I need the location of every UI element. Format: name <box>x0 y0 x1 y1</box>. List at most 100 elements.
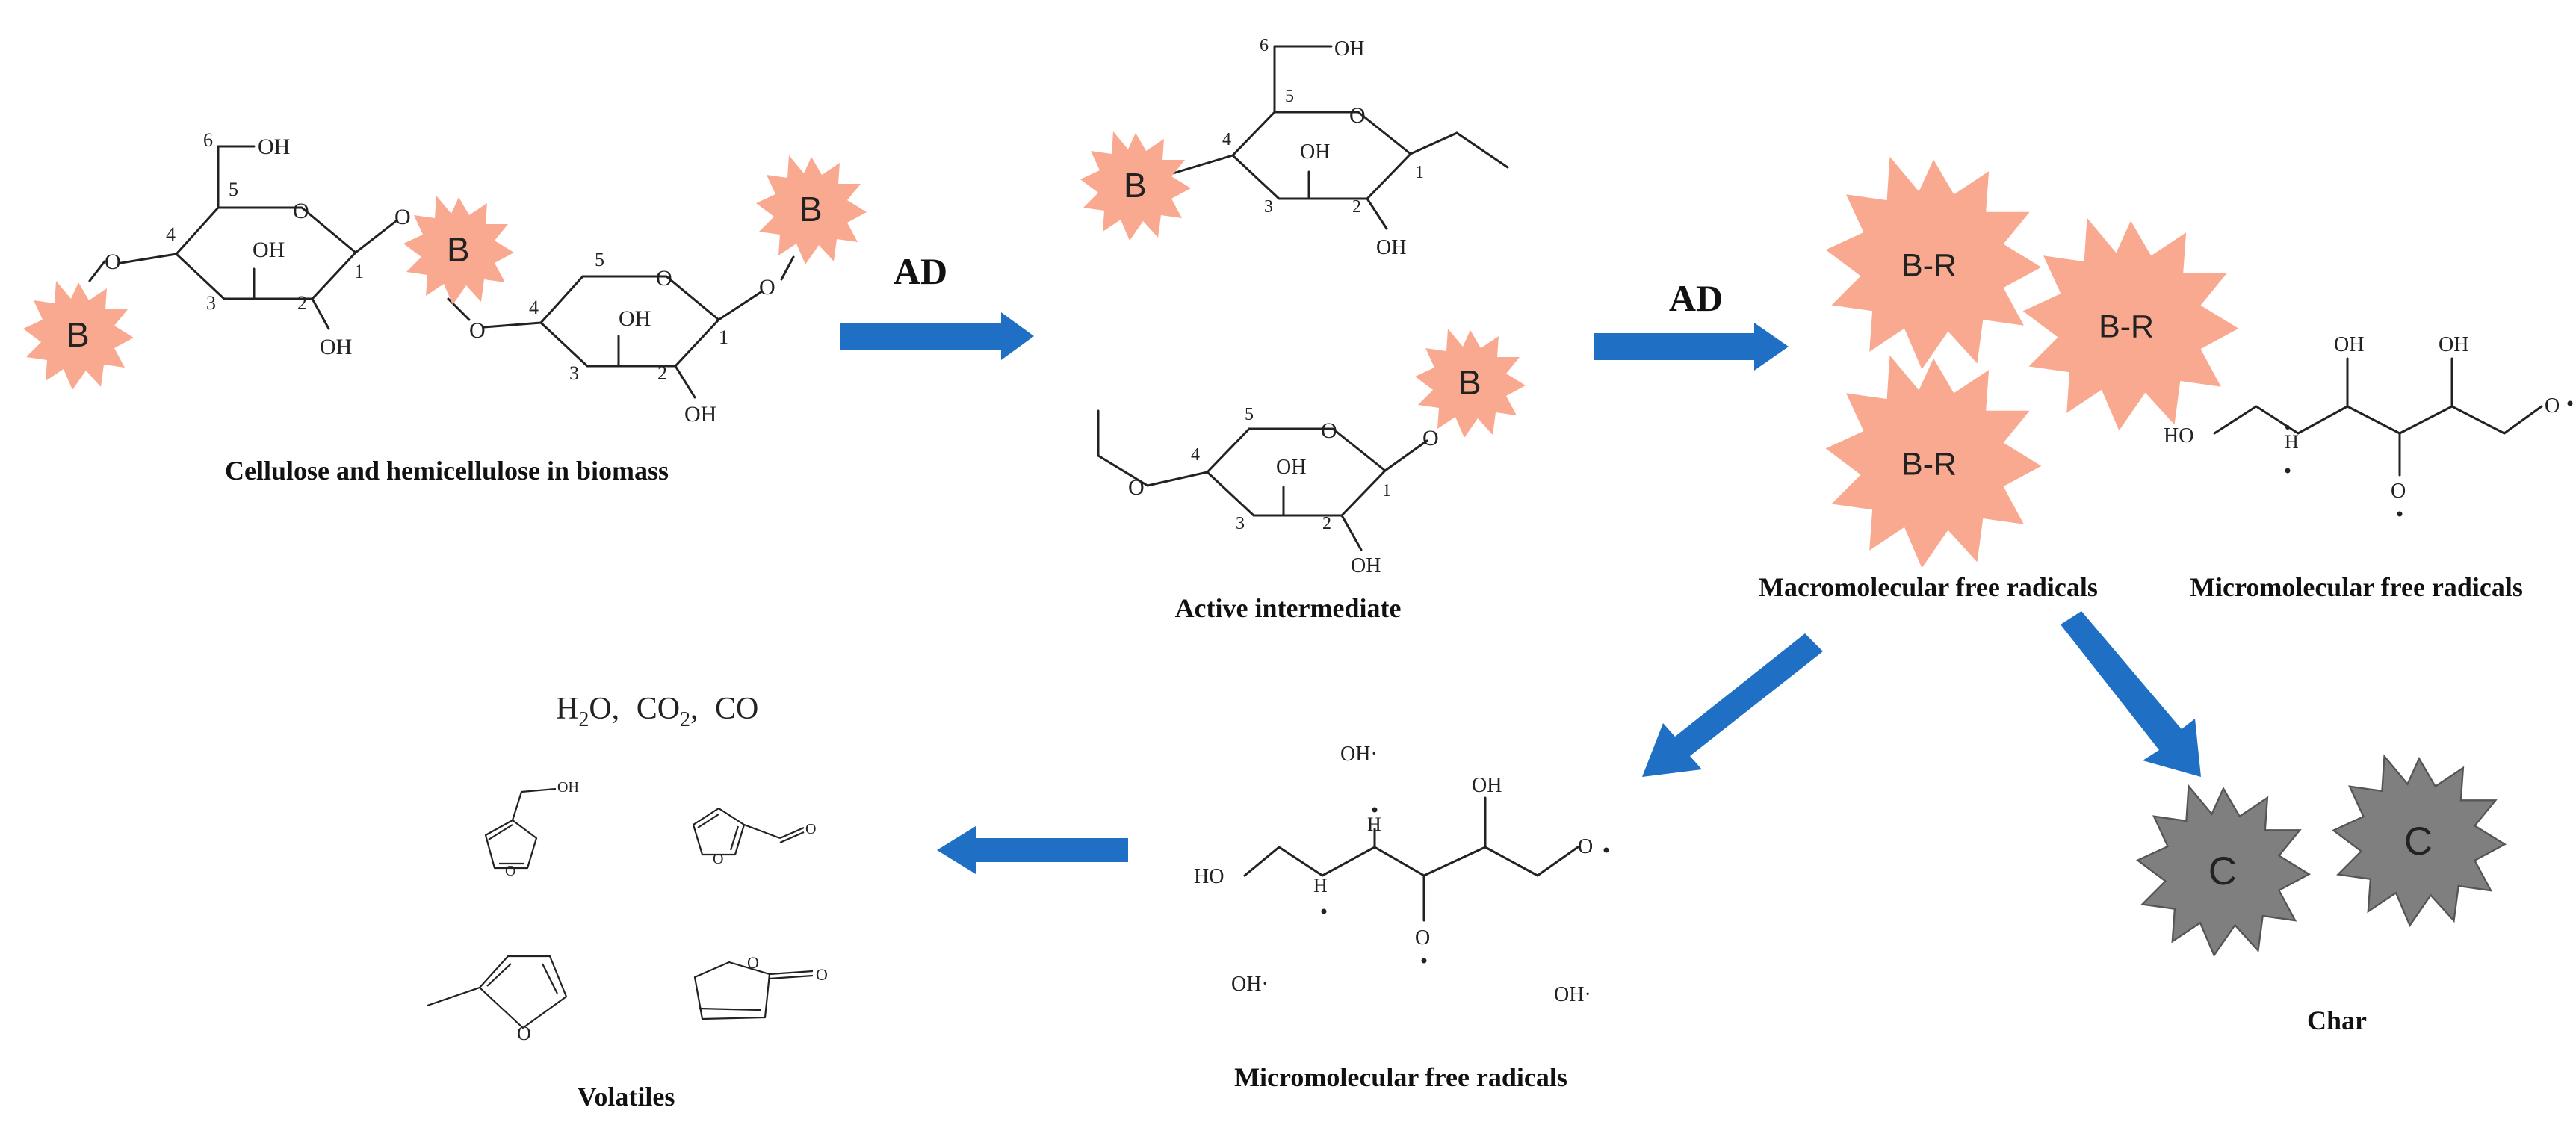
svg-text:5: 5 <box>1245 405 1254 424</box>
svg-text:B-R: B-R <box>1901 248 1957 284</box>
macro-radicals-label: Macromolecular free radicals <box>1759 572 2098 602</box>
svg-text:6: 6 <box>203 129 213 151</box>
svg-text:H: H <box>1313 875 1328 896</box>
svg-text:OH: OH <box>1300 140 1330 164</box>
br-star: B-R <box>2022 217 2239 431</box>
svg-text:HO: HO <box>2164 424 2193 447</box>
catalyst-star: B <box>1080 131 1191 241</box>
gas-products: H2O, CO2, CO <box>556 692 758 731</box>
ad-arrow-2 <box>1594 323 1789 371</box>
svg-text:4: 4 <box>529 297 539 318</box>
svg-text:3: 3 <box>1264 197 1273 217</box>
svg-text:O: O <box>505 863 515 879</box>
volatiles-structures: OH O O O O O O <box>427 779 828 1044</box>
o-atom: O <box>105 250 121 274</box>
micro-radical-chain-bottom: HO OH H H O O OH· OH· OH· <box>1194 743 1609 1006</box>
o-atom: O <box>469 318 486 343</box>
svg-text:B-R: B-R <box>2099 309 2154 345</box>
oh-atom: OH <box>684 402 716 427</box>
svg-text:B: B <box>447 230 470 269</box>
svg-text:O: O <box>1321 418 1337 443</box>
svg-text:2: 2 <box>1352 197 1361 217</box>
svg-text:B: B <box>66 315 90 354</box>
catalyst-star: B <box>403 196 514 305</box>
svg-text:O: O <box>1578 835 1593 858</box>
svg-text:4: 4 <box>1222 130 1231 149</box>
volatiles-label: Volatiles <box>578 1082 675 1112</box>
char-group: C C <box>2137 755 2506 956</box>
ad-label-1: AD <box>894 250 947 292</box>
oh-atom: OH <box>253 238 285 262</box>
svg-text:OH: OH <box>2439 333 2468 356</box>
ad-arrow-1 <box>840 312 1034 360</box>
svg-text:B: B <box>799 190 823 229</box>
svg-text:O: O <box>805 821 816 837</box>
svg-text:O: O <box>816 965 828 984</box>
active-intermediate-label: Active intermediate <box>1175 593 1402 623</box>
svg-text:3: 3 <box>206 292 216 314</box>
svg-text:H: H <box>2285 431 2299 453</box>
svg-text:4: 4 <box>166 223 176 245</box>
svg-text:4: 4 <box>1191 445 1200 465</box>
svg-text:O: O <box>2391 480 2406 503</box>
svg-text:3: 3 <box>569 362 579 384</box>
cellulose-structure: OH O OH OH O O 6 5 4 3 2 1 O OH OH O O 5… <box>23 129 867 427</box>
oh-atom: OH <box>258 134 290 159</box>
svg-text:O: O <box>517 1023 531 1044</box>
catalyst-star: B <box>23 281 134 390</box>
catalyst-star: B <box>756 155 867 264</box>
char-star: C <box>2332 755 2506 926</box>
svg-text:6: 6 <box>1260 36 1269 55</box>
br-star: B-R <box>1825 355 2042 568</box>
svg-text:B: B <box>1124 166 1147 205</box>
svg-text:H: H <box>1367 814 1381 835</box>
ad-label-2: AD <box>1669 277 1723 319</box>
svg-text:OH: OH <box>1376 236 1406 259</box>
o-atom: O <box>394 205 411 229</box>
macro-radicals-group: B-R B-R B-R <box>1825 156 2239 568</box>
svg-text:1: 1 <box>354 261 364 282</box>
catalyst-star: B <box>1415 329 1526 438</box>
svg-text:5: 5 <box>1285 87 1294 106</box>
o-atom: O <box>293 199 309 223</box>
svg-text:1: 1 <box>719 326 728 348</box>
o-atom: O <box>759 275 775 300</box>
svg-text:OH·: OH· <box>1340 743 1378 766</box>
svg-text:OH: OH <box>1276 456 1306 479</box>
svg-text:O: O <box>1422 426 1439 450</box>
svg-text:2: 2 <box>297 292 307 314</box>
svg-text:B-R: B-R <box>1901 447 1957 483</box>
svg-text:OH·: OH· <box>1554 983 1591 1006</box>
svg-text:B: B <box>1458 363 1481 402</box>
micro-radicals-top-label: Micromolecular free radicals <box>2190 572 2523 602</box>
svg-text:5: 5 <box>229 179 238 200</box>
svg-text:2: 2 <box>657 362 667 384</box>
oh-atom: OH <box>619 306 651 331</box>
svg-text:OH: OH <box>1334 37 1364 61</box>
char-star: C <box>2137 785 2310 956</box>
svg-text:C: C <box>2404 820 2433 864</box>
svg-text:OH·: OH· <box>1231 973 1269 996</box>
svg-text:H2O, CO2, CO: H2O, CO2, CO <box>556 692 758 731</box>
svg-text:O: O <box>1415 926 1430 949</box>
svg-text:O: O <box>713 851 723 867</box>
active-intermediate-structure: OH O OH OH 6 5 4 3 2 1 B O OH OH O O 5 4… <box>1080 36 1526 577</box>
micro-radical-chain-top: HO OH OH H O O <box>2164 333 2573 517</box>
svg-text:5: 5 <box>595 249 604 270</box>
svg-text:1: 1 <box>1382 481 1391 501</box>
br-star: B-R <box>1825 156 2042 370</box>
char-label: Char <box>2307 1006 2367 1035</box>
svg-text:HO: HO <box>1194 865 1224 888</box>
svg-text:O: O <box>1128 475 1145 500</box>
svg-text:C: C <box>2208 849 2237 893</box>
oh-atom: OH <box>320 335 352 359</box>
arrow-to-char <box>2061 611 2201 777</box>
svg-text:3: 3 <box>1236 514 1245 533</box>
svg-text:OH: OH <box>2334 333 2364 356</box>
svg-text:O: O <box>1349 103 1366 128</box>
biomass-label: Cellulose and hemicellulose in biomass <box>225 456 669 486</box>
micro-radicals-bottom-label: Micromolecular free radicals <box>1234 1062 1567 1092</box>
svg-text:OH: OH <box>557 779 579 796</box>
o-atom: O <box>656 266 672 291</box>
